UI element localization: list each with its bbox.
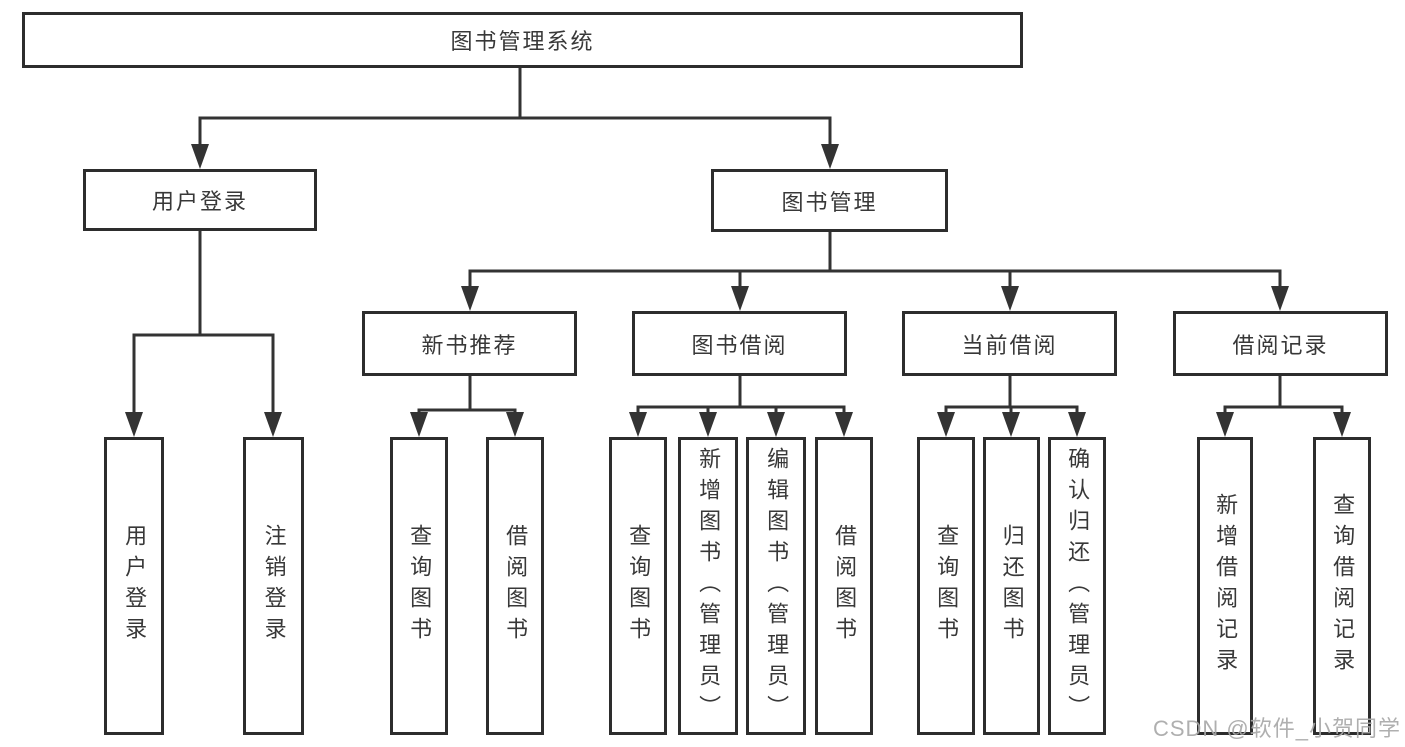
leaf-borrowing-edit-book-admin: 编辑图书（管理员）: [746, 437, 806, 735]
leaf-record-query-borrow-record: 查询借阅记录: [1313, 437, 1371, 735]
node-user-login-module: 用户登录: [83, 169, 317, 231]
node-new-book-recommend-label: 新书推荐: [421, 332, 518, 358]
csdn-watermark: CSDN @软件_小贺同学: [1152, 716, 1401, 741]
leaf-recommend-query-book-label: 查询图书: [407, 524, 433, 648]
node-current-borrowing: 当前借阅: [902, 311, 1117, 376]
leaf-current-query-book-label: 查询图书: [934, 524, 960, 648]
leaf-logout-label: 注销登录: [261, 524, 287, 648]
leaf-record-query-borrow-record-label: 查询借阅记录: [1330, 493, 1356, 679]
node-book-management-module: 图书管理: [711, 169, 948, 232]
node-borrow-records-label: 借阅记录: [1232, 332, 1329, 358]
leaf-record-add-borrow-record: 新增借阅记录: [1197, 437, 1253, 735]
leaf-record-add-borrow-record-label: 新增借阅记录: [1213, 493, 1239, 679]
leaf-current-return-book: 归还图书: [983, 437, 1040, 735]
node-root-system: 图书管理系统: [22, 12, 1023, 68]
leaf-logout: 注销登录: [243, 437, 304, 735]
leaf-current-confirm-return-admin-label: 确认归还（管理员）: [1065, 446, 1091, 726]
node-new-book-recommend: 新书推荐: [362, 311, 577, 376]
leaf-recommend-query-book: 查询图书: [390, 437, 448, 735]
leaf-borrowing-edit-book-admin-label: 编辑图书（管理员）: [764, 446, 790, 726]
leaf-borrowing-borrow-book: 借阅图书: [815, 437, 873, 735]
leaf-borrowing-query-book: 查询图书: [609, 437, 667, 735]
leaf-recommend-borrow-book: 借阅图书: [486, 437, 544, 735]
leaf-user-login-label: 用户登录: [122, 524, 148, 648]
leaf-current-confirm-return-admin: 确认归还（管理员）: [1048, 437, 1106, 735]
leaf-borrowing-borrow-book-label: 借阅图书: [832, 524, 858, 648]
node-book-borrowing: 图书借阅: [632, 311, 847, 376]
node-book-management-label: 图书管理: [781, 189, 878, 215]
node-user-login-label: 用户登录: [151, 189, 248, 214]
leaf-borrowing-add-book-admin-label: 新增图书（管理员）: [696, 446, 722, 726]
node-borrow-records: 借阅记录: [1173, 311, 1388, 376]
leaf-current-query-book: 查询图书: [917, 437, 975, 735]
node-root-label: 图书管理系统: [450, 29, 595, 54]
leaf-user-login: 用户登录: [104, 437, 164, 735]
leaf-borrowing-add-book-admin: 新增图书（管理员）: [678, 437, 738, 735]
node-book-borrowing-label: 图书借阅: [691, 332, 788, 358]
leaf-recommend-borrow-book-label: 借阅图书: [503, 524, 529, 648]
node-current-borrowing-label: 当前借阅: [961, 332, 1058, 358]
leaf-borrowing-query-book-label: 查询图书: [626, 524, 652, 648]
leaf-current-return-book-label: 归还图书: [999, 524, 1025, 648]
